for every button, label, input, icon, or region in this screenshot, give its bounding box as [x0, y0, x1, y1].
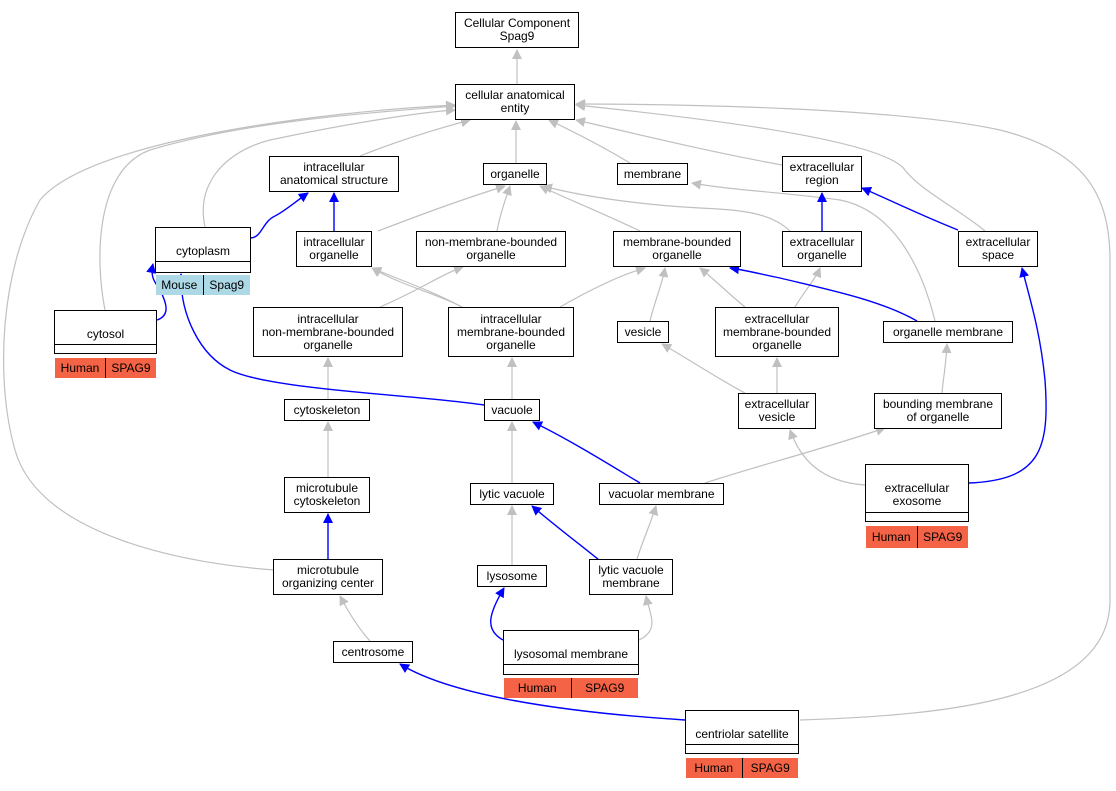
edge-ecspace-cae [575, 101, 986, 232]
edge-ecr-cae [575, 117, 783, 166]
annotation-row: Human SPAG9 [686, 758, 798, 778]
node-intracellular-anatomical-structure[interactable]: intracellular anatomical structure [269, 156, 399, 192]
edge-cytosol-cae [99, 101, 456, 311]
edge-exosome-ecves [788, 429, 866, 486]
node-vacuolar-membrane[interactable]: vacuolar membrane [599, 483, 724, 505]
node-centrosome[interactable]: centrosome [333, 641, 413, 663]
node-extracellular-exosome[interactable]: extracellular exosome Human SPAG9 [865, 464, 969, 548]
edge-orgmem-membrane [691, 179, 936, 322]
edge-lysmem-lvm [638, 595, 653, 641]
edge-ecorg-organelle [542, 183, 791, 232]
edge-icorg-organelle [377, 183, 506, 232]
edge-mtoc-cae [3, 100, 456, 571]
node-extracellular-region[interactable]: extracellular region [782, 156, 862, 192]
node-lysosomal-membrane[interactable]: lysosomal membrane Human SPAG9 [503, 630, 639, 698]
edge-censat-cae [575, 99, 1111, 721]
node-extracellular-vesicle[interactable]: extracellular vesicle [738, 393, 816, 429]
node-label: lysosomal membrane [504, 644, 638, 665]
edge-vacmem-bmo [704, 426, 886, 484]
node-cellular-component[interactable]: Cellular Component Spag9 [455, 12, 579, 48]
edge-vacmem-vacuole [532, 421, 641, 484]
edge-centrosome-mtoc [339, 595, 371, 642]
node-label: centriolar satellite [686, 724, 798, 745]
edge-icmbo-mbo [559, 265, 646, 308]
edge-ias-cae [359, 117, 471, 157]
node-non-membrane-bounded-organelle[interactable]: non-membrane-bounded organelle [416, 231, 566, 267]
edge-bmo-orgmem [941, 343, 952, 394]
edge-orgmem-mbo [729, 264, 918, 322]
edge-layer [3, 49, 1111, 721]
annotation-row: Human SPAG9 [866, 526, 968, 548]
node-microtubule-organizing-center[interactable]: microtubule organizing center [273, 559, 383, 595]
edge-vesicle-mbo [649, 267, 669, 322]
node-lytic-vacuole[interactable]: lytic vacuole [470, 483, 554, 505]
node-intracellular-membrane-bounded-organelle[interactable]: intracellular membrane-bounded organelle [448, 307, 574, 357]
node-organelle[interactable]: organelle [483, 163, 547, 185]
node-cellular-anatomical-entity[interactable]: cellular anatomical entity [455, 84, 575, 120]
node-microtubule-cytoskeleton[interactable]: microtubule cytoskeleton [284, 477, 370, 513]
edge-nmbo-organelle [496, 185, 512, 232]
annotation-row: Human SPAG9 [55, 358, 156, 378]
edge-censat-centrosome [399, 663, 686, 721]
node-extracellular-membrane-bounded-organelle[interactable]: extracellular membrane-bounded organelle [715, 307, 839, 357]
node-organelle-membrane[interactable]: organelle membrane [883, 321, 1013, 343]
node-intracellular-organelle[interactable]: intracellular organelle [296, 231, 372, 267]
node-lytic-vacuole-membrane[interactable]: lytic vacuole membrane [589, 559, 673, 595]
edge-ecspace-ecr [861, 186, 959, 231]
edge-lvm-lytvac [531, 505, 606, 566]
edge-lysmem-lysosome [490, 587, 505, 641]
node-label: cytosol [55, 324, 156, 345]
annotation-row: Human SPAG9 [504, 678, 638, 698]
edge-membrane-cae [548, 119, 631, 164]
node-vesicle[interactable]: vesicle [617, 321, 669, 343]
edge-ecves-vesicle [661, 343, 746, 394]
edge-ecmbo-mbo [699, 267, 746, 308]
gene-tag: Spag9 [202, 275, 250, 295]
edge-exosome-ecspace [968, 267, 1047, 484]
node-extracellular-space[interactable]: extracellular space [958, 231, 1038, 267]
gene-tag: SPAG9 [105, 358, 156, 378]
node-extracellular-organelle[interactable]: extracellular organelle [782, 231, 862, 267]
node-vacuole[interactable]: vacuole [484, 399, 540, 421]
edge-mbo-organelle [539, 185, 641, 232]
species-tag: Mouse [156, 275, 203, 295]
edge-cytoplasm-cae [202, 105, 456, 228]
gene-tag: SPAG9 [570, 678, 638, 698]
node-bounding-membrane-of-organelle[interactable]: bounding membrane of organelle [874, 393, 1002, 429]
node-centriolar-satellite[interactable]: centriolar satellite Human SPAG9 [685, 710, 799, 778]
edge-lvm-vacmem [636, 505, 659, 560]
node-membrane-bounded-organelle[interactable]: membrane-bounded organelle [613, 231, 741, 267]
edge-icnmbo-nmbo [379, 265, 464, 308]
gene-tag: SPAG9 [741, 758, 798, 778]
node-label: cytoplasm [156, 241, 250, 262]
species-tag: Human [504, 678, 571, 698]
node-cytoplasm[interactable]: cytoplasm Mouse Spag9 [155, 227, 251, 295]
node-intracellular-non-membrane-bounded-organelle[interactable]: intracellular non-membrane-bounded organ… [253, 307, 403, 357]
annotation-row: Mouse Spag9 [156, 275, 250, 295]
node-cytoskeleton[interactable]: cytoskeleton [284, 399, 370, 421]
node-lysosome[interactable]: lysosome [477, 565, 547, 587]
species-tag: Human [866, 526, 917, 548]
node-cytosol[interactable]: cytosol Human SPAG9 [54, 310, 157, 378]
edge-vacuole-cytoplasm [175, 273, 485, 406]
edge-ecmbo-ecorg [794, 267, 822, 308]
species-tag: Human [686, 758, 742, 778]
edge-cytoplasm-ias [249, 192, 309, 239]
gene-tag: SPAG9 [916, 526, 968, 548]
node-membrane[interactable]: membrane [617, 163, 688, 185]
species-tag: Human [55, 358, 105, 378]
node-label: extracellular exosome [866, 478, 968, 513]
edge-icmbo-icorg [371, 267, 463, 308]
